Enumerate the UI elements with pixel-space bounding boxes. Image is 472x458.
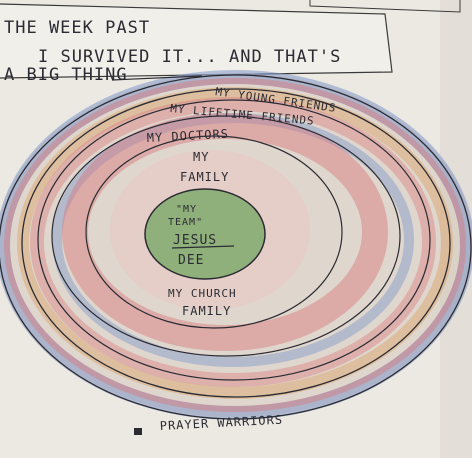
center-label-1: "MY <box>176 204 197 215</box>
label-doctors: MY DOCTORS <box>146 127 229 145</box>
center-circle <box>144 188 266 280</box>
label-family-2: FAMILY <box>180 170 229 184</box>
center-label-jesus: JESUS <box>173 233 217 248</box>
red-ring-outer <box>4 78 466 412</box>
center-label-2: TEAM" <box>168 217 203 228</box>
label-church-1: MY CHURCH <box>168 287 237 300</box>
label-prayer-warriors: PRAYER WARRIORS <box>159 413 283 433</box>
blue-ring-inner <box>52 113 414 367</box>
note-line-3: A BIG THING <box>4 65 128 85</box>
note-underline <box>111 75 203 81</box>
center-label-dee: DEE <box>178 253 204 268</box>
ring-outline-doctors <box>51 115 401 357</box>
ring-outline-prayer <box>0 74 472 420</box>
red-ring-inner <box>62 113 388 351</box>
ring-outline-family <box>85 135 343 329</box>
ring-outline-young-friends <box>21 88 451 398</box>
ring-outline-lifetime-friends <box>37 99 431 381</box>
label-family-1: MY <box>193 150 209 164</box>
blue-ring-outer <box>0 70 472 420</box>
note-line-2: I SURVIVED IT... AND THAT'S <box>38 47 341 67</box>
orange-ring <box>17 87 453 399</box>
prayer-bullet <box>134 428 142 435</box>
label-church-2: FAMILY <box>182 304 231 318</box>
jesus-underline <box>171 245 235 249</box>
top-right-box-edge <box>309 0 461 13</box>
note-line-1: THE WEEK PAST <box>4 18 150 38</box>
